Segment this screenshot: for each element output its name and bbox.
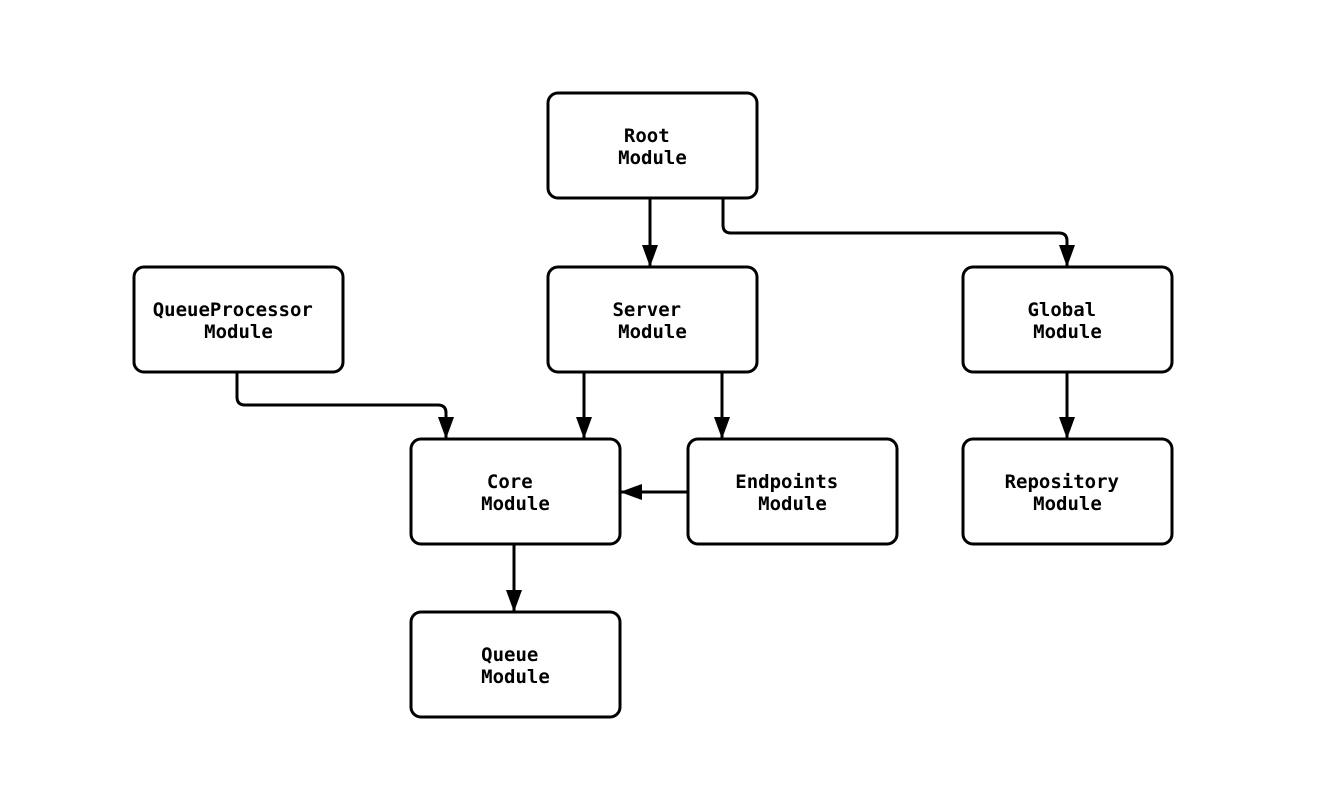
node-core-module-box xyxy=(409,437,622,546)
node-queue-module-box xyxy=(409,610,622,719)
node-queueprocessor-module: QueueProcessor Module xyxy=(132,265,345,374)
node-core-module-label: Core Module xyxy=(481,471,550,515)
node-endpoints-module-label: Endpoints Module xyxy=(735,471,849,515)
node-server-module-box xyxy=(546,265,759,374)
node-root-module-label: Root Module xyxy=(618,125,687,169)
node-queue-module: Queue Module xyxy=(409,610,622,719)
node-root-module-box xyxy=(546,91,759,200)
edge-queueprocessor-to-core xyxy=(235,372,454,439)
node-endpoints-module: Endpoints Module xyxy=(686,437,899,546)
diagram-edges xyxy=(235,198,1075,612)
node-server-module: Server Module xyxy=(546,265,759,374)
node-repository-module-box xyxy=(961,437,1174,546)
edge-root-to-global xyxy=(721,198,1075,267)
node-global-module-box xyxy=(961,265,1174,374)
node-global-module-label: Global Module xyxy=(1027,299,1107,343)
node-queueprocessor-module-box xyxy=(132,265,345,374)
node-server-module-label: Server Module xyxy=(612,299,692,343)
node-repository-module: Repository Module xyxy=(961,437,1174,546)
node-endpoints-module-box xyxy=(686,437,899,546)
node-queue-module-label: Queue Module xyxy=(481,644,550,688)
node-global-module: Global Module xyxy=(961,265,1174,374)
node-root-module: Root Module xyxy=(546,91,759,200)
node-core-module: Core Module xyxy=(409,437,622,546)
node-repository-module-label: Repository Module xyxy=(1005,471,1131,515)
node-queueprocessor-module-label: QueueProcessor Module xyxy=(153,299,325,343)
